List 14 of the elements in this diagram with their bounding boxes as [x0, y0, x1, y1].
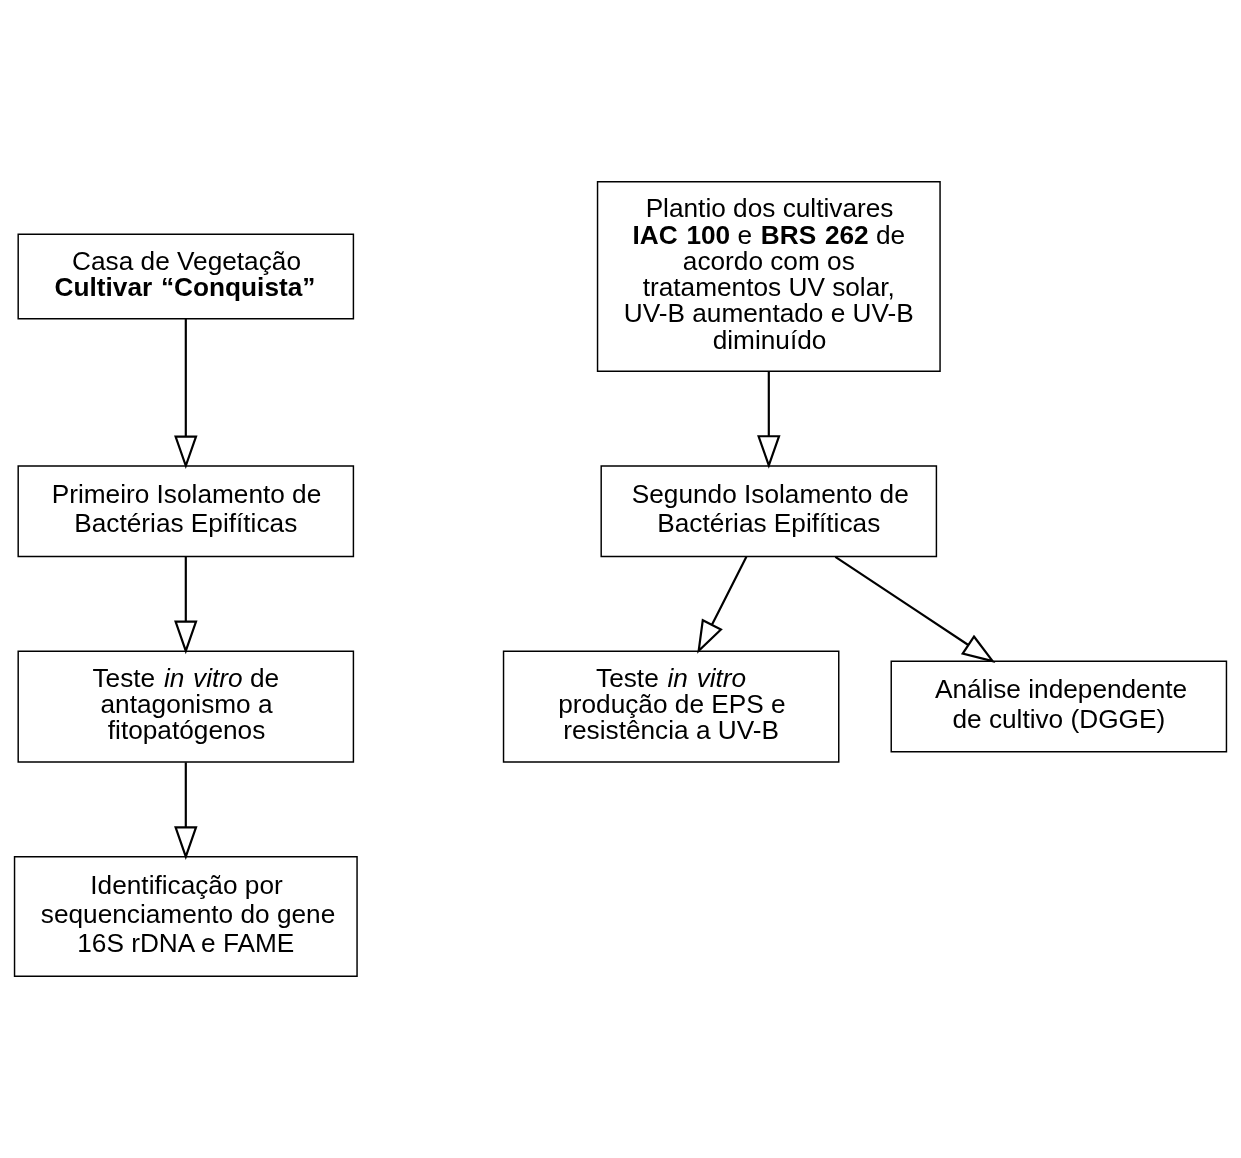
- node-box: Identificação por sequenciamento do gene 16S rDNA e FAME: [13, 855, 358, 977]
- arrow: [757, 371, 781, 469]
- node-box: Plantio dos cultivares IAC 100 e BRS 262 de acordo com os tratamentos UV solar, UV-B aumentado e UV-B diminuído: [596, 181, 941, 373]
- node-box: Análise independente de cultivo (DGGE): [890, 660, 1228, 753]
- node-box: Casa de Vegetação Cultivar “Conquista”: [17, 233, 355, 320]
- node-box: Teste in vitro produção de EPS e resistência a UV-B: [502, 650, 840, 763]
- arrow: [174, 762, 198, 860]
- arrow: [174, 318, 198, 470]
- arrow: [697, 556, 748, 654]
- node-box: Teste in vitro de antagonismo a fitopatógenos: [17, 650, 355, 763]
- node-box: Segundo Isolamento de Bactérias Epifíticas: [600, 465, 938, 558]
- arrow: [834, 555, 996, 663]
- arrow: [174, 556, 198, 655]
- node-box: Primeiro Isolamento de Bactérias Epifíticas: [17, 465, 355, 558]
